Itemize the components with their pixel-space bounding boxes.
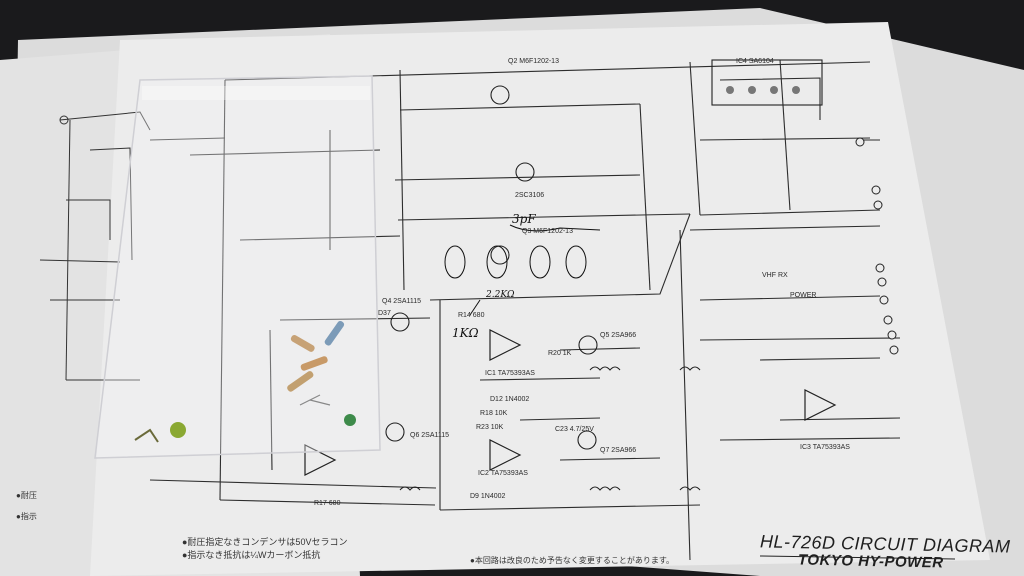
schematic-traces	[149, 59, 901, 561]
label-ic2: IC2 TA75393AS	[478, 470, 528, 477]
label-q2: Q2 M6F1202-13	[508, 58, 559, 65]
inductor-coils	[399, 366, 701, 491]
bag-seal	[142, 86, 370, 100]
label-q7: Q7 2SA966	[600, 447, 637, 454]
label-ic3: IC3 TA75393AS	[800, 444, 850, 451]
label-d12: D12 1N4002	[490, 396, 530, 403]
label-r20: R20 1K	[548, 350, 572, 357]
label-power: POWER	[790, 292, 817, 299]
label-c23: C23 4.7/25V	[555, 426, 594, 433]
label-q1: 2SC3106	[515, 192, 545, 199]
label-q3: Q3 M6F1202-13	[522, 228, 573, 235]
label-r18: R18 10K	[480, 410, 508, 417]
label-r17: R17 680	[314, 500, 341, 507]
left-sheet-traces	[39, 111, 151, 381]
main-schematic-sheet	[90, 22, 990, 576]
handwritten-2k2: 2.2KΩ	[486, 290, 515, 300]
handwritten-marks	[444, 224, 601, 316]
label-d9: D9 1N4002	[470, 493, 506, 500]
manufacturer-name: TOKYO HY-POWER	[797, 551, 944, 572]
note-resistor: ●指示なき抵抗は¼Wカーボン抵抗	[182, 550, 321, 560]
note-revision: ●本回路は改良のため予告なく変更することがあります。	[470, 556, 675, 565]
bag-components	[134, 320, 356, 443]
opamp-symbols	[304, 329, 837, 476]
handwritten-1k: 1KΩ	[452, 326, 479, 340]
left-note-2: ●指示	[16, 512, 37, 521]
terminal-circles	[855, 137, 899, 355]
ic4-block	[711, 59, 823, 106]
label-r23: R23 10K	[476, 424, 504, 431]
left-note-1: ●耐压	[16, 491, 37, 500]
label-q6: Q6 2SA1115	[410, 432, 450, 439]
note-capacitor: ●耐圧指定なきコンデンサは50Vセラコン	[182, 537, 348, 547]
transistor-symbols	[385, 85, 598, 450]
label-vhf: VHF RX	[762, 272, 788, 279]
label-d37: D37	[378, 310, 391, 317]
handwritten-3pf: 3pF	[512, 212, 536, 226]
ic4-leds	[726, 86, 800, 94]
label-ic1: IC1 TA75393AS	[485, 370, 535, 377]
label-ic4: IC4 SA6104	[736, 58, 774, 65]
label-r14: R14 680	[458, 312, 485, 319]
label-q5: Q5 2SA966	[600, 332, 637, 339]
label-q4: Q4 2SA1115	[382, 298, 422, 305]
title-underline	[759, 555, 956, 560]
plastic-bag	[94, 75, 381, 459]
